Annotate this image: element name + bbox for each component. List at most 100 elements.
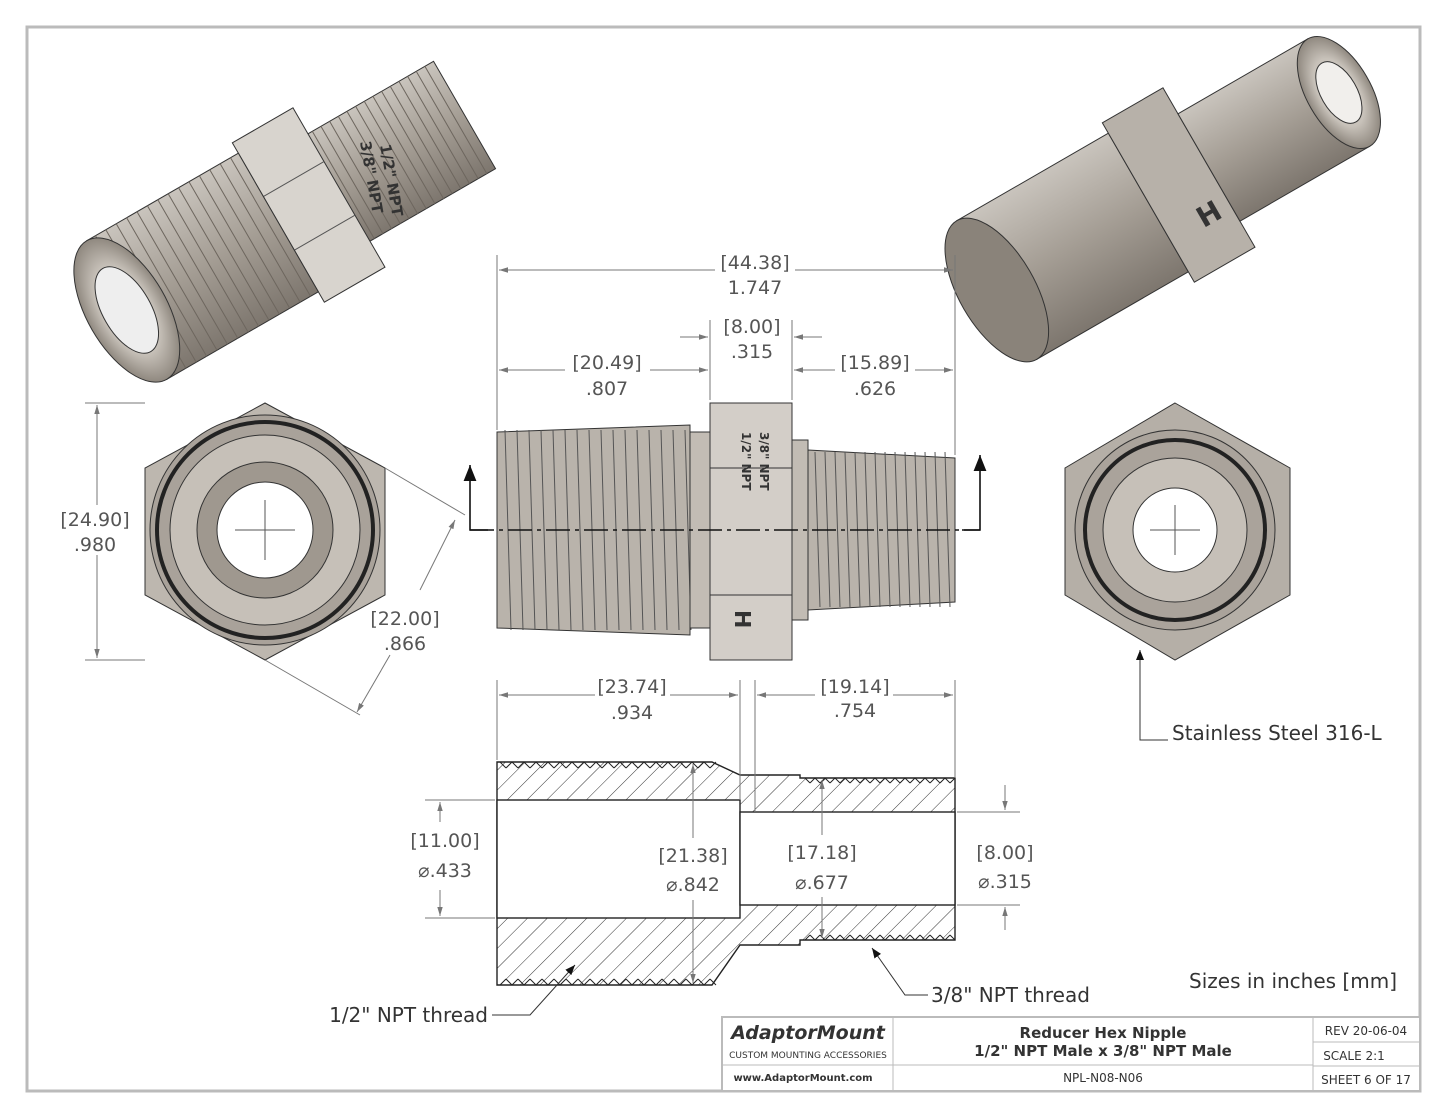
thread-line xyxy=(541,978,549,986)
thread-line xyxy=(834,777,841,784)
dim-right-thread-length-mm: [15.89] xyxy=(840,352,909,374)
thread-line xyxy=(934,777,941,784)
thread-line xyxy=(703,978,711,986)
thread-line xyxy=(415,71,479,179)
thread-line xyxy=(363,101,427,209)
thread-line xyxy=(709,978,717,986)
thread-line xyxy=(577,978,585,986)
thread-line xyxy=(372,96,436,204)
thread-line xyxy=(649,761,657,769)
thread-line xyxy=(559,978,567,986)
thread-line xyxy=(583,978,591,986)
thread-line xyxy=(311,131,375,239)
thread-line xyxy=(864,777,871,784)
thread-line xyxy=(673,978,681,986)
thread-line xyxy=(523,978,531,986)
thread-line xyxy=(804,934,811,941)
thread-line xyxy=(909,934,916,941)
thread-line xyxy=(517,978,525,986)
thread-line xyxy=(884,777,891,784)
thread-line xyxy=(637,978,645,986)
dim-left-bore-dia-mm: [11.00] xyxy=(410,830,479,852)
sheet-number: SHEET 6 OF 17 xyxy=(1321,1073,1411,1087)
thread-line xyxy=(547,978,555,986)
thread-line xyxy=(894,777,901,784)
thread-line xyxy=(679,978,687,986)
thread-line xyxy=(178,187,260,327)
thread-line xyxy=(198,175,280,315)
thread-line xyxy=(904,934,911,941)
thread-line xyxy=(661,978,669,986)
thread-line xyxy=(631,978,639,986)
thread-line xyxy=(553,978,561,986)
dim-right-thread-length-in: .626 xyxy=(854,378,896,400)
thread-line xyxy=(511,978,519,986)
thread-line xyxy=(854,777,861,784)
thread-line xyxy=(424,66,488,174)
thread-line xyxy=(643,761,651,769)
dim-right-bore-depth-in: .754 xyxy=(834,700,876,722)
thread-line xyxy=(583,761,591,769)
thread-line xyxy=(869,777,876,784)
dim-overall-length-in: 1.747 xyxy=(728,277,782,299)
thread-line xyxy=(874,451,881,608)
thread-line xyxy=(899,777,906,784)
thread-line xyxy=(595,761,603,769)
dim-right-bore-dia-in: ⌀.315 xyxy=(978,871,1032,893)
isometric-view-right: ᕼ xyxy=(944,35,1381,363)
thread-line xyxy=(337,116,401,224)
thread-line xyxy=(529,761,537,769)
thread-line xyxy=(535,978,543,986)
thread-line xyxy=(553,761,561,769)
thread-line xyxy=(607,978,615,986)
thread-line xyxy=(899,934,906,941)
dim-left-thread-length-mm: [20.49] xyxy=(572,352,641,374)
thread-line xyxy=(505,761,513,769)
scale: SCALE 2:1 xyxy=(1323,1049,1385,1063)
thread-line xyxy=(157,199,239,339)
thread-line xyxy=(643,978,651,986)
thread-line xyxy=(884,934,891,941)
thread-line xyxy=(804,777,811,784)
thread-line xyxy=(655,761,663,769)
section-arrow-right xyxy=(962,455,987,531)
thread-line xyxy=(834,451,841,608)
thread-line xyxy=(535,761,543,769)
thread-line xyxy=(517,761,525,769)
thread-line xyxy=(829,777,836,784)
thread-line xyxy=(879,934,886,941)
end-view-left xyxy=(144,402,386,661)
thread-line xyxy=(949,934,956,941)
thread-line xyxy=(824,934,831,941)
thread-line xyxy=(320,126,384,234)
end-view-right xyxy=(1064,402,1291,661)
thread-line xyxy=(839,934,846,941)
thread-line xyxy=(809,777,816,784)
logo-mark-side-icon: ᕼ xyxy=(729,610,754,628)
thread-line xyxy=(619,978,627,986)
thread-line xyxy=(864,934,871,941)
thread-line xyxy=(667,761,675,769)
thread-line xyxy=(355,106,419,214)
title-block: AdaptorMount CUSTOM MOUNTING ACCESSORIES… xyxy=(721,1016,1421,1092)
dim-overall-length-mm: [44.38] xyxy=(720,252,789,274)
thread-line xyxy=(613,978,621,986)
section-view xyxy=(496,761,956,986)
thread-line xyxy=(619,761,627,769)
thread-line xyxy=(849,777,856,784)
dim-left-bore-depth-mm: [23.74] xyxy=(597,676,666,698)
thread-line xyxy=(929,777,936,784)
thread-line xyxy=(879,777,886,784)
thread-line xyxy=(934,934,941,941)
dim-hex-width-in: .315 xyxy=(731,341,773,363)
thread-line xyxy=(914,777,921,784)
thread-line xyxy=(661,761,669,769)
thread-line xyxy=(919,934,926,941)
thread-line xyxy=(576,429,584,631)
thread-line xyxy=(924,777,931,784)
thread-line xyxy=(854,934,861,941)
thread-line xyxy=(889,934,896,941)
thread-line xyxy=(607,761,615,769)
thread-line xyxy=(949,777,956,784)
